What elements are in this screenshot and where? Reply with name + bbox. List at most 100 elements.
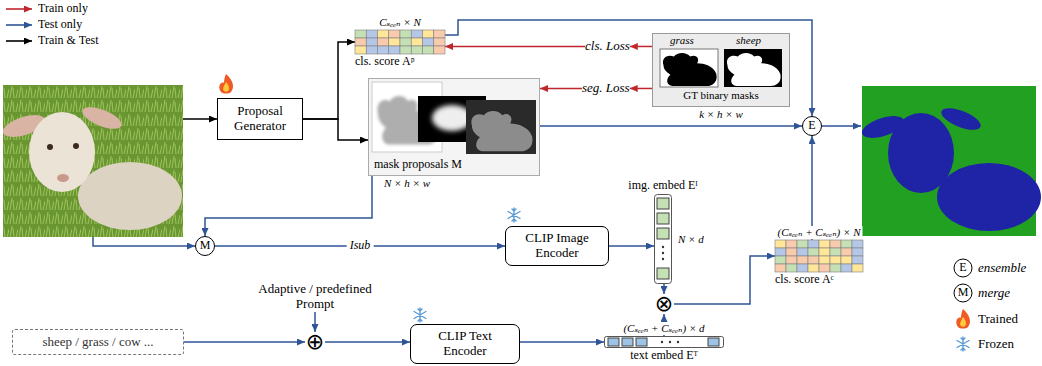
graphic-part [434, 30, 445, 38]
node-text: M [200, 239, 211, 253]
graphic-part [786, 256, 797, 264]
connector [314, 312, 316, 332]
graphic-part [636, 338, 647, 346]
graphic-part [663, 53, 717, 86]
merge-node: M [195, 236, 215, 256]
node-text: CLIP Image Encoder [512, 231, 602, 261]
process-box: Proposal Generator [217, 98, 303, 140]
graphic-part [786, 264, 797, 272]
class-names-box: sheep / grass / cow ... [12, 329, 184, 355]
connector [325, 341, 410, 343]
graphic-part [378, 38, 389, 46]
encoder-box: CLIP Text Encoder [410, 324, 520, 364]
graphic-part [471, 111, 532, 151]
node-text: grass [670, 34, 694, 47]
loss-label: cls. Loss [585, 39, 630, 54]
graphic-part [669, 341, 671, 343]
ground-truth-panel: grasssheepGT binary masksk × h × w [652, 33, 790, 107]
graphic-part [808, 240, 819, 248]
concat-node: ⊕ [305, 332, 325, 352]
graphic-part [727, 53, 781, 86]
connector [674, 256, 775, 304]
legend-text: merge [978, 286, 1010, 301]
graphic-part [660, 49, 718, 87]
legend-arrow [6, 24, 32, 26]
graphic-part [423, 38, 434, 46]
frozen-icon [414, 308, 426, 322]
graphic-part [389, 46, 400, 54]
connector [184, 341, 305, 343]
graphic-part [841, 264, 852, 272]
grid-graphic [775, 240, 863, 272]
graphic-part [608, 338, 619, 346]
column-graphic [654, 194, 672, 284]
graphic-part [366, 38, 377, 46]
node-text: cls. score Aᵖ [355, 55, 414, 69]
sheep-region [862, 104, 1041, 231]
graphic-part [657, 268, 669, 279]
legend-text: Train only [38, 2, 88, 16]
node-text: Cₛₑₑₙ × N [377, 16, 423, 29]
graphic-part [657, 213, 669, 224]
node-text: img. embed Eᴵ [626, 179, 699, 193]
node-text: N × d [678, 233, 704, 246]
loss-label: seg. Loss [582, 81, 630, 96]
graphic-part [852, 264, 863, 272]
legend-text: Frozen [978, 337, 1014, 352]
graphic-part [708, 338, 719, 346]
input-arrow [93, 237, 195, 246]
node-text: seg. Loss [582, 81, 630, 96]
graphic-part [662, 258, 664, 260]
score-matrix: (Cₛₑₑₙ + Cₛₑₑₙ) × Ncls. score Aᶜ [775, 240, 863, 272]
graphic-part [852, 256, 863, 264]
grass-ground [3, 85, 183, 237]
connector [630, 88, 652, 90]
graphic-part [852, 248, 863, 256]
node-text: E [808, 119, 815, 133]
graphic-part [389, 30, 400, 38]
graphic-part [819, 240, 830, 248]
node-text: text embed Eᵀ [628, 349, 700, 363]
graphic-part [830, 248, 841, 256]
node-text: (Cₛₑₑₙ + Cₛₑₑₙ) × N [775, 226, 862, 239]
graphic-part [423, 30, 434, 38]
graphic-part [434, 38, 445, 46]
graphic-part [841, 240, 852, 248]
symbol-letter: M [958, 286, 969, 300]
graphic-part [369, 79, 540, 176]
ensemble-node: E [802, 116, 822, 136]
merge-symbol [954, 284, 972, 302]
graphic-part [411, 46, 422, 54]
graphic-part [423, 46, 434, 54]
graphic-part [411, 30, 422, 38]
graphic-part [830, 256, 841, 264]
multiply-node: ⊗ [654, 294, 674, 314]
embedding-row: (Cₛₑₑₙ + Cₛₑₑₙ) × dtext embed Eᵀ [604, 336, 724, 348]
graphic-part [797, 240, 808, 248]
graphic-part [411, 38, 422, 46]
graphic-part [841, 256, 852, 264]
node-text: k × h × w [697, 108, 745, 121]
graphic-part [355, 46, 366, 54]
encoder-box: CLIP Image Encoder [505, 226, 609, 266]
connector [303, 42, 355, 119]
trained-icon [956, 309, 970, 329]
grass-texture [3, 85, 183, 237]
graphic-part [819, 248, 830, 256]
legend-symbols [954, 259, 972, 351]
graphic-part [775, 248, 786, 256]
row-graphic [604, 336, 724, 348]
lamb-figure [3, 103, 182, 230]
ensemble-symbol [954, 259, 972, 277]
graphic-part [775, 256, 786, 264]
graphic-part [657, 228, 669, 239]
node-text: ⊗ [655, 293, 673, 315]
mask-proposals-panel: mask proposals MN × h × w [368, 78, 540, 176]
graphic-part [366, 46, 377, 54]
connector [630, 46, 652, 48]
node-text: Proposal Generator [224, 104, 296, 134]
legend-arrow [6, 40, 32, 42]
graphic-part [819, 256, 830, 264]
